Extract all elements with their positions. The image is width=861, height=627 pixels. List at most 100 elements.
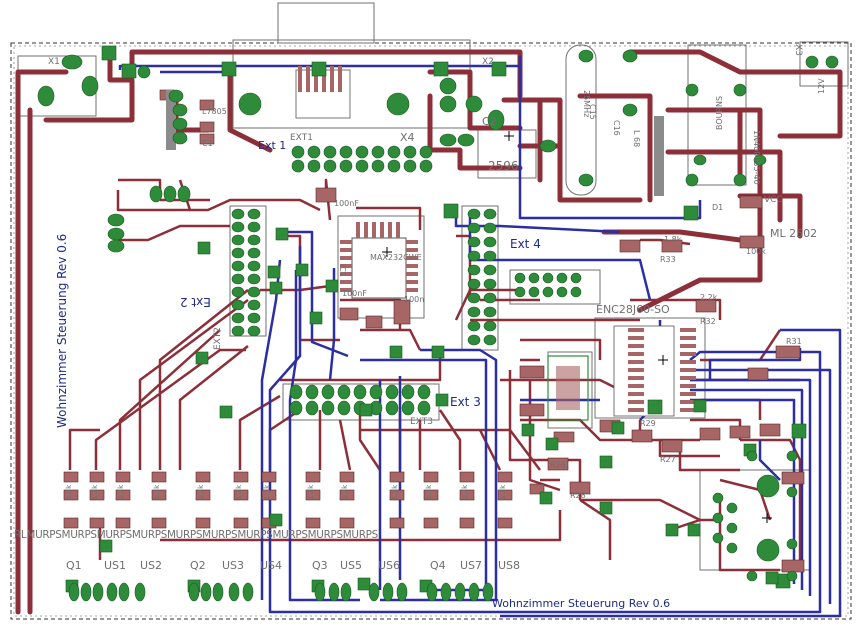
- header-pin: [514, 286, 526, 298]
- header-pin: [291, 159, 305, 173]
- crystal-label: 25MHz: [582, 90, 591, 118]
- bottom-title: Wohnzimmer Steuerung Rev 0.6: [492, 597, 671, 610]
- ext4-big-label: Ext 4: [510, 237, 541, 251]
- header-pin: [467, 222, 481, 234]
- header-pin: [467, 264, 481, 276]
- r12v-label: 12V: [817, 78, 826, 94]
- q4-label: Q4: [430, 559, 446, 572]
- connector-x3-label: X3: [793, 44, 803, 56]
- bourns-label: BOURNS: [715, 95, 724, 130]
- header-pin: [467, 292, 481, 304]
- r1k3-label-1: 1.3k: [65, 484, 73, 500]
- ext3-label: EXT3: [410, 417, 433, 427]
- c100n-b-label: 100nF: [342, 289, 367, 298]
- r26-label: R26: [550, 461, 566, 470]
- header-pin: [323, 145, 337, 159]
- connector-x1-label: X1: [48, 57, 60, 67]
- header-pin: [467, 278, 481, 290]
- header-pin: [353, 384, 367, 400]
- header-pin: [401, 384, 415, 400]
- c16-label: C16: [612, 120, 621, 136]
- origin-markers: [382, 131, 772, 523]
- r1k3-label-10: 1.3k: [391, 484, 399, 500]
- header-pin: [570, 272, 582, 284]
- header-pin: [247, 286, 261, 298]
- r1k3-label-13: 1.3k: [499, 484, 507, 500]
- header-pin: [385, 384, 399, 400]
- header-pin: [385, 400, 399, 416]
- us4-label: US4: [260, 559, 283, 572]
- us2-label: US2: [140, 559, 163, 572]
- r31-label: R31: [786, 337, 802, 346]
- pin-headers: [231, 145, 582, 416]
- silkscreen: [17, 2, 849, 571]
- header-pin: [483, 222, 497, 234]
- r1k3-label-6: 1.3k: [235, 484, 243, 500]
- header-pin: [483, 334, 497, 346]
- header-pin: [570, 286, 582, 298]
- r2k2-label: 2.2k: [700, 293, 718, 302]
- r1k3-label-4: 1.3k: [153, 484, 161, 500]
- header-pin: [231, 325, 245, 337]
- us7-label: US7: [460, 559, 483, 572]
- vias: [65, 45, 807, 593]
- header-pin: [247, 234, 261, 246]
- header-pin: [323, 159, 337, 173]
- max232-label: MAX232CWE: [370, 253, 422, 262]
- round-pads: [37, 49, 839, 602]
- r1k3-label-8: 1.3k: [307, 484, 315, 500]
- r33-label: R33: [660, 255, 676, 264]
- ext2-label: EXT2: [213, 327, 223, 350]
- header-pin: [337, 400, 351, 416]
- top-layer-thin-traces: [68, 178, 802, 572]
- r28-label: R28: [570, 491, 586, 500]
- header-pin: [355, 145, 369, 159]
- header-pin: [247, 208, 261, 220]
- q1-label: Q1: [66, 559, 82, 572]
- header-pin: [483, 250, 497, 262]
- v68-label: L 68: [632, 130, 641, 148]
- r1k3-label-5: 1.3k: [197, 484, 205, 500]
- r100k-label: 100k: [746, 247, 766, 256]
- header-pin: [483, 320, 497, 332]
- header-pin: [321, 400, 335, 416]
- header-pin: [339, 145, 353, 159]
- connector-x4-label: X4: [400, 131, 415, 144]
- r1k3-label-3: 1.3k: [117, 484, 125, 500]
- smd-parts: [63, 89, 805, 573]
- header-pin: [247, 260, 261, 272]
- header-pin: [231, 221, 245, 233]
- q3-label: Q3: [312, 559, 328, 572]
- r1k3-label-12: 1.3k: [461, 484, 469, 500]
- header-pin: [467, 320, 481, 332]
- header-pin: [231, 208, 245, 220]
- header-pin: [307, 145, 321, 159]
- header-pin: [231, 286, 245, 298]
- ext2-big-label: Ext 2: [180, 295, 211, 309]
- header-pin: [355, 159, 369, 173]
- header-pin: [369, 384, 383, 400]
- diode-code-label: 1N400035-40: [752, 130, 761, 185]
- header-pin: [231, 260, 245, 272]
- us5-label: US5: [340, 559, 363, 572]
- header-pin: [305, 384, 319, 400]
- board-inner-outline: [13, 45, 849, 617]
- header-pin: [371, 159, 385, 173]
- c1-label: C1: [202, 139, 213, 148]
- header-pin: [467, 236, 481, 248]
- header-pin: [231, 273, 245, 285]
- header-pin: [403, 145, 417, 159]
- header-pin: [514, 272, 526, 284]
- r1k8-label: 1.8k: [664, 235, 682, 244]
- header-pin: [483, 264, 497, 276]
- header-pin: [483, 236, 497, 248]
- us3-label: US3: [222, 559, 245, 572]
- header-pin: [307, 159, 321, 173]
- header-pin: [289, 384, 303, 400]
- header-pin: [387, 145, 401, 159]
- header-pin: [231, 299, 245, 311]
- board-outline: [10, 42, 852, 620]
- r1k3-label-9: 1.3k: [341, 484, 349, 500]
- header-pin: [339, 159, 353, 173]
- header-pin: [231, 247, 245, 259]
